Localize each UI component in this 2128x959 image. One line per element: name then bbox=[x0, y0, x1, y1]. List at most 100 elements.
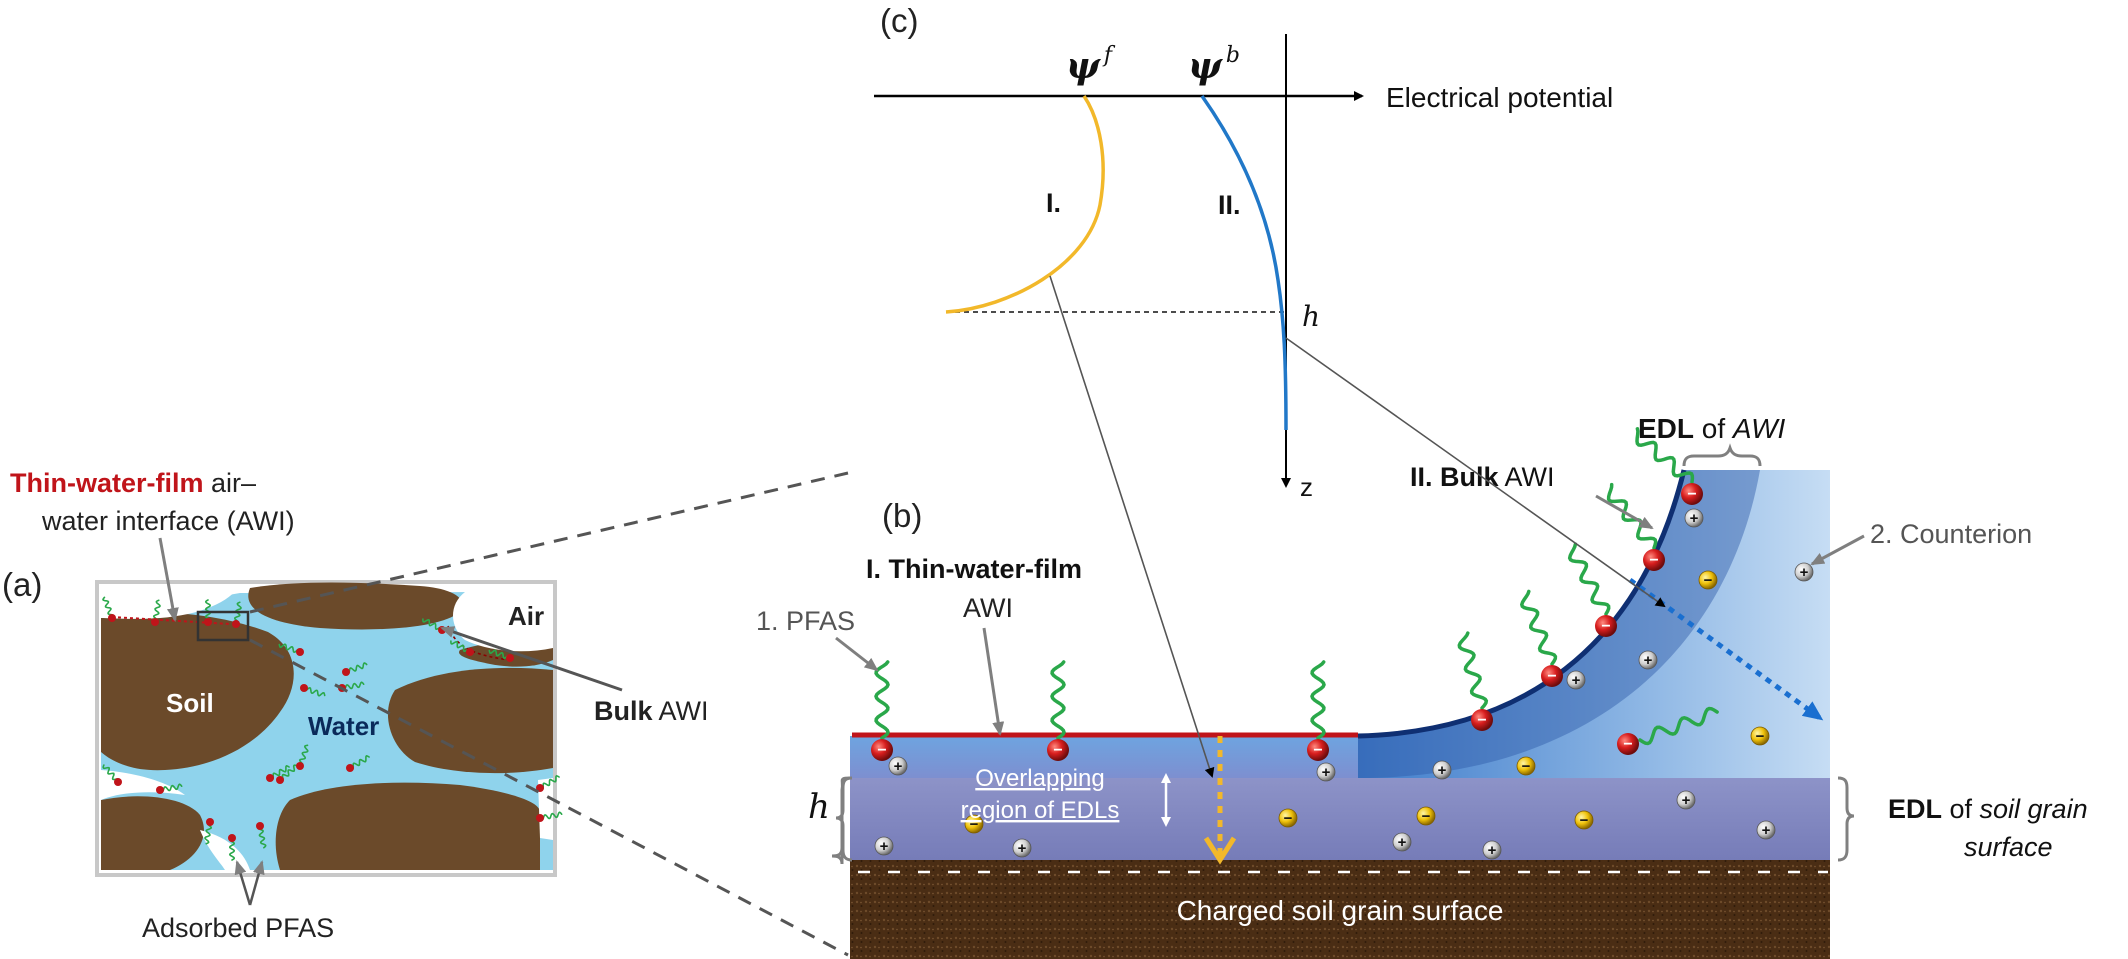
z-axis-label: z bbox=[1300, 472, 1313, 502]
minus-sign: − bbox=[1284, 810, 1293, 827]
anion: − bbox=[1698, 570, 1718, 590]
edl-awi-italic: AWI bbox=[1731, 413, 1786, 444]
pfas-molecules: −−−−−−−−− bbox=[871, 427, 1719, 761]
overlap-label-2: region of EDLs bbox=[961, 797, 1120, 824]
pfas-head-small bbox=[536, 784, 544, 792]
pfas-head-small bbox=[346, 764, 354, 772]
cation: + bbox=[1794, 562, 1814, 582]
air-pocket bbox=[101, 770, 185, 800]
counterion-label: 2. Counterion bbox=[1870, 519, 2032, 549]
pfas-label: 1. PFAS bbox=[756, 606, 855, 636]
pfas-molecule-small bbox=[536, 775, 560, 792]
cation-sphere bbox=[888, 756, 908, 776]
pfas-molecule-small bbox=[102, 764, 122, 786]
bulk-awi-curve bbox=[1357, 469, 1687, 739]
psi-b-sup: b bbox=[1226, 43, 1240, 68]
pfas-head bbox=[1047, 739, 1069, 761]
cation: + bbox=[1684, 508, 1704, 528]
pfas-tail bbox=[1310, 660, 1326, 740]
pfas-charge: − bbox=[1547, 668, 1556, 685]
pfas-molecule-small bbox=[450, 640, 474, 656]
psi-f: ψ bbox=[1066, 45, 1101, 87]
pfas-head bbox=[1541, 665, 1563, 687]
adsorbed-pointer-2 bbox=[248, 860, 265, 906]
adsorbed-pfas-label: Adsorbed PFAS bbox=[142, 913, 334, 943]
minus-sign: − bbox=[1580, 812, 1589, 829]
plus-sign: + bbox=[894, 758, 903, 775]
cation-sphere bbox=[1676, 790, 1696, 810]
overlap-arrow-head bbox=[1203, 836, 1237, 865]
panel-a-label: (a) bbox=[2, 566, 42, 603]
pfas-head bbox=[1471, 709, 1493, 731]
zoom-line-top bbox=[249, 471, 849, 614]
pfas-charge: − bbox=[1313, 742, 1322, 759]
thin-film-pointer bbox=[158, 537, 179, 622]
air-pocket bbox=[452, 592, 553, 652]
water-label: Water bbox=[308, 711, 379, 741]
counterion-pointer bbox=[1810, 534, 1865, 566]
cation: + bbox=[1392, 832, 1412, 852]
anion-sphere bbox=[1574, 810, 1594, 830]
plus-sign: + bbox=[1438, 762, 1447, 779]
pfas-molecule: − bbox=[1606, 482, 1665, 571]
pfas-head-small bbox=[506, 654, 514, 662]
anion: − bbox=[1574, 810, 1594, 830]
charged-soil-surface bbox=[850, 860, 1830, 959]
curve-ii-label: II. bbox=[1218, 190, 1241, 220]
pfas-head-small bbox=[276, 776, 284, 784]
cation: + bbox=[1012, 838, 1032, 858]
pfas-head-small bbox=[204, 618, 212, 626]
thin-film-b-label-line2: AWI bbox=[963, 593, 1013, 623]
minus-sign: − bbox=[1756, 728, 1765, 745]
overlap-label-1: Overlapping bbox=[975, 765, 1104, 792]
thin-film-rest: air– bbox=[204, 468, 257, 498]
pfas-molecule-small bbox=[300, 684, 326, 697]
pfas-head bbox=[871, 739, 893, 761]
pfas-charge: − bbox=[1687, 486, 1696, 503]
cation-sphere bbox=[1638, 650, 1658, 670]
edl-awi-label: EDL of AWI bbox=[1638, 413, 1786, 444]
air-pocket bbox=[200, 830, 250, 870]
pfas-molecule-small bbox=[276, 764, 298, 784]
soil-surface-label: Charged soil grain surface bbox=[1177, 895, 1504, 926]
pfas-molecule-small bbox=[228, 834, 236, 861]
bulk-bold-b: II. Bulk bbox=[1410, 462, 1499, 492]
bulk-bold-a: Bulk bbox=[594, 696, 653, 726]
potential-axis-label: Electrical potential bbox=[1386, 82, 1613, 113]
soil-grain bbox=[101, 796, 204, 870]
thin-film-b-pointer bbox=[982, 627, 1005, 736]
pfas-molecule: − bbox=[1047, 660, 1069, 761]
connector-thin-film bbox=[1049, 275, 1215, 778]
pfas-tail bbox=[874, 660, 890, 740]
air-label: Air bbox=[508, 601, 544, 631]
anion-sphere bbox=[1416, 806, 1436, 826]
pfas-molecule-small bbox=[488, 649, 514, 662]
psi-b: ψ bbox=[1188, 45, 1223, 87]
pfas-molecule-small bbox=[278, 643, 304, 656]
anion: − bbox=[1516, 756, 1536, 776]
edl-soil-label: EDL of soil grain bbox=[1888, 794, 2088, 824]
pfas-molecule-small bbox=[102, 596, 116, 622]
pfas-charge: − bbox=[1649, 552, 1658, 569]
bulk-rest-b: AWI bbox=[1499, 462, 1555, 492]
pfas-molecule: − bbox=[871, 660, 893, 761]
cation: + bbox=[1432, 760, 1452, 780]
pfas-head-small bbox=[206, 818, 214, 826]
soil-grain bbox=[387, 667, 553, 774]
pfas-head bbox=[1617, 733, 1639, 755]
pfas-molecule: − bbox=[1567, 542, 1617, 637]
anion-sphere bbox=[1516, 756, 1536, 776]
bulk-awi-pointer bbox=[440, 626, 623, 692]
curve-psi-f bbox=[945, 95, 1105, 314]
pfas-tail bbox=[1638, 706, 1719, 746]
edl-awi-bold: EDL bbox=[1638, 413, 1694, 444]
bulk-rest-a: AWI bbox=[653, 696, 709, 726]
pfas-head-small bbox=[108, 614, 116, 622]
curve-i-label: I. bbox=[1046, 188, 1061, 218]
panel-b: −−−−−−−−− +++++++++++++−−−−−−− (b) I. Th… bbox=[756, 413, 2088, 959]
soil-grain bbox=[275, 782, 540, 870]
pfas-tail bbox=[1635, 427, 1695, 484]
